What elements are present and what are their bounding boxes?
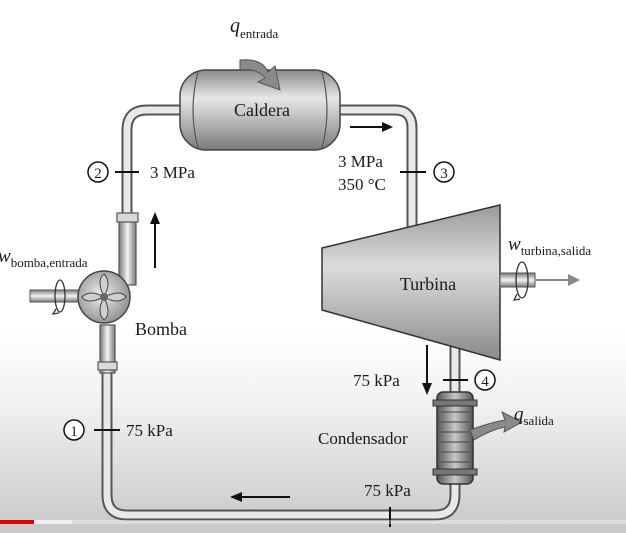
- condenser: [432, 391, 478, 485]
- q-out-label: qsalida: [514, 404, 554, 428]
- state-3-temperature: 350 °C: [338, 175, 386, 194]
- state-2-marker: [87, 161, 109, 183]
- state-3-marker: [433, 161, 455, 183]
- heat-out-arrow: [469, 410, 524, 441]
- pump-label: Bomba: [135, 319, 187, 339]
- state-4-number: 4: [481, 374, 489, 390]
- pipe-flange: [116, 212, 139, 223]
- video-played-bar: [0, 520, 35, 524]
- state-4-pressure: 75 kPa: [353, 371, 400, 390]
- state-1-pressure: 75 kPa: [126, 421, 173, 440]
- video-buffer-bar: [34, 520, 72, 524]
- flow-arrow: [422, 345, 432, 395]
- condenser-label: Condensador: [318, 429, 408, 448]
- state-1-number: 1: [70, 424, 78, 440]
- w-turb-label: wturbina,salida: [508, 234, 591, 258]
- work-out-arrow: [535, 274, 580, 286]
- bottom-pressure: 75 kPa: [364, 481, 411, 500]
- boiler-label: Caldera: [234, 100, 290, 120]
- flow-arrow: [350, 122, 393, 132]
- state-3-number: 3: [440, 166, 448, 182]
- turbine-label: Turbina: [400, 274, 456, 294]
- pump-outlet-pipe: [118, 214, 137, 286]
- state-2-pressure: 3 MPa: [150, 163, 195, 182]
- pump-inlet-pipe: [99, 324, 116, 374]
- state-1-marker: [63, 419, 85, 441]
- flow-arrow: [150, 212, 160, 268]
- pipe-loop: [101, 104, 461, 521]
- video-progress-bar[interactable]: [0, 520, 626, 524]
- state-3-pressure: 3 MPa: [338, 152, 383, 171]
- flow-arrow: [230, 492, 290, 502]
- state-4-marker: [474, 369, 496, 391]
- q-in-label: qentrada: [230, 15, 278, 41]
- state-2-number: 2: [94, 166, 102, 182]
- w-pump-label: wbomba,entrada: [0, 246, 88, 270]
- turbine: [321, 204, 536, 361]
- heat-in-arrow: [239, 59, 281, 91]
- pipe-flange: [97, 361, 118, 371]
- pump: [29, 270, 131, 324]
